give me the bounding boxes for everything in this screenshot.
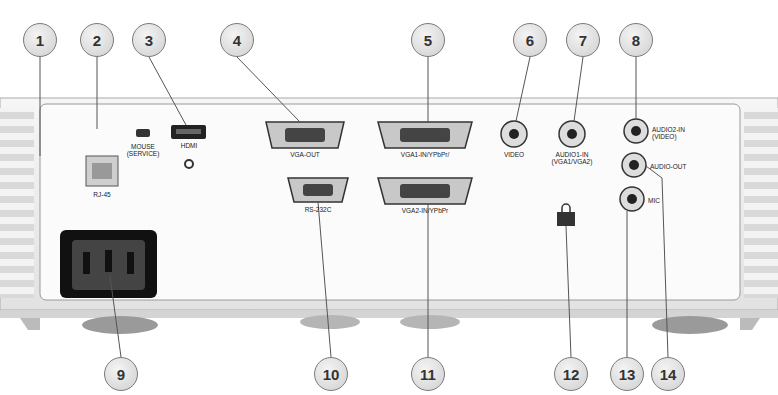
port-label: HDMI (181, 142, 198, 149)
callout-circle: 6 (513, 23, 547, 57)
callout-number: 9 (117, 366, 125, 383)
callout-circle: 10 (314, 357, 348, 391)
callout-number: 3 (145, 32, 153, 49)
port-label: VGA-OUT (290, 151, 320, 158)
callout-circle: 11 (411, 357, 445, 391)
port-label: AUDIO1-IN (VGA1/VGA2) (547, 151, 597, 166)
port-label: RS-232C (305, 206, 332, 213)
callout-circle: 3 (132, 23, 166, 57)
callout-circle: 13 (610, 357, 644, 391)
callout-number: 11 (420, 366, 436, 383)
port-label: AUDIO2-IN (VIDEO) (652, 126, 698, 141)
port-label: RJ-45 (93, 191, 110, 198)
callout-circle: 14 (651, 357, 685, 391)
callout-circle: 1 (23, 23, 57, 57)
callout-number: 14 (660, 366, 677, 383)
callout-number: 4 (233, 32, 241, 49)
port-label: MIC (648, 197, 688, 204)
port-label: VGA2-IN/YPbPr (402, 207, 449, 214)
callout-number: 10 (323, 366, 340, 383)
callout-circle: 5 (411, 23, 445, 57)
port-label: AUDIO-OUT (650, 163, 710, 170)
callout-number: 13 (619, 366, 636, 383)
port-label: VGA1-IN/YPbPr/ (401, 151, 449, 158)
callout-circle: 8 (619, 23, 653, 57)
port-label: VIDEO (504, 151, 524, 158)
callout-number: 8 (632, 32, 640, 49)
port-label: MOUSE (SERVICE) (123, 143, 163, 158)
callout-circle: 2 (80, 23, 114, 57)
callout-number: 6 (526, 32, 534, 49)
callout-number: 2 (93, 32, 101, 49)
callout-number: 5 (424, 32, 432, 49)
callout-number: 12 (563, 366, 580, 383)
callout-number: 1 (36, 32, 44, 49)
callout-circle: 9 (104, 357, 138, 391)
callout-circle: 7 (566, 23, 600, 57)
callout-circle: 4 (220, 23, 254, 57)
callout-circle: 12 (554, 357, 588, 391)
callout-number: 7 (579, 32, 587, 49)
